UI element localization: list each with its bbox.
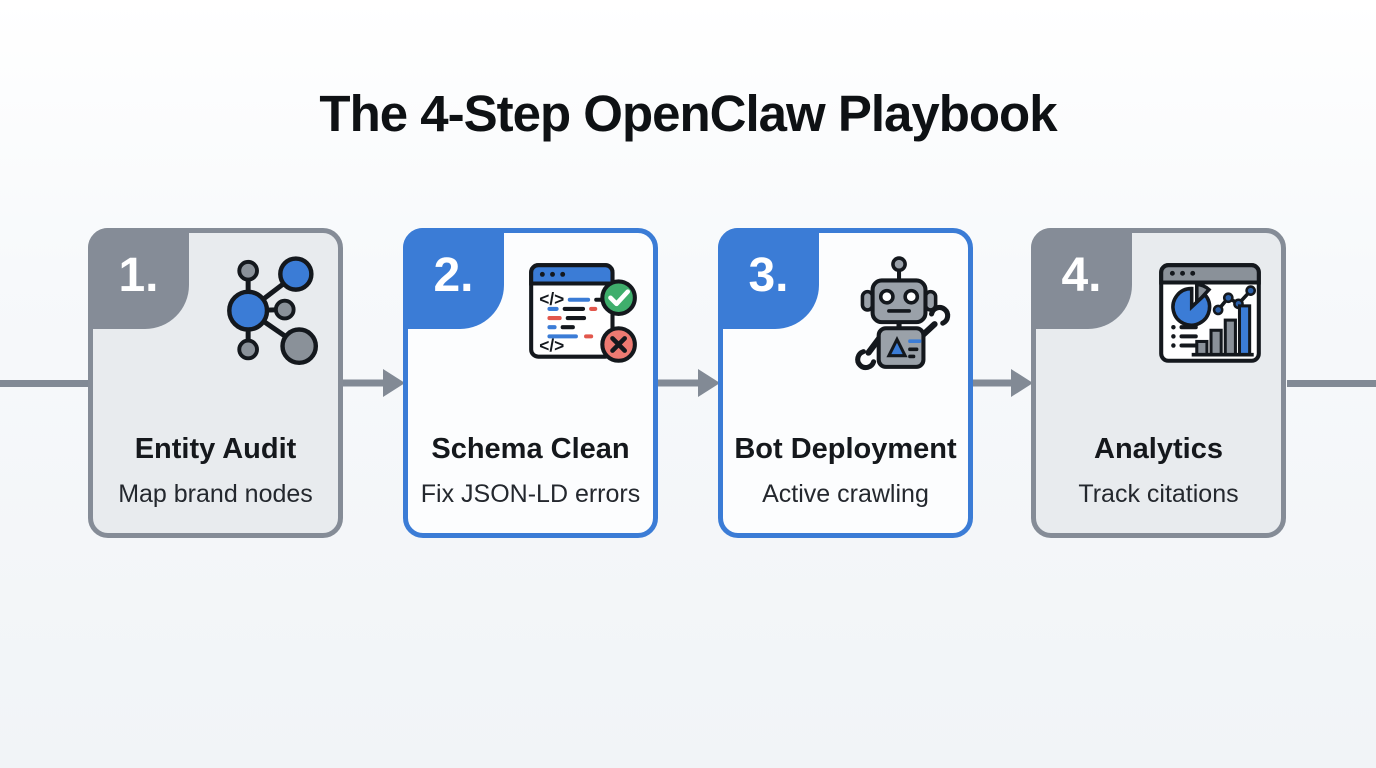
arrow-right-icon	[656, 369, 720, 397]
card-subtitle: Map brand nodes	[118, 480, 313, 508]
step-card-analytics: 4. Analytic	[1031, 228, 1286, 538]
code-window-validation-icon: </> </>	[529, 263, 637, 363]
svg-text:</>: </>	[539, 336, 564, 356]
card-title: Schema Clean	[431, 433, 630, 465]
analytics-dashboard-icon	[1159, 263, 1261, 363]
step-card-entity-audit: 1. Entity Audit Map brand nodes	[88, 228, 343, 538]
svg-text:</>: </>	[539, 289, 564, 309]
card-title: Bot Deployment	[734, 433, 957, 465]
page-title: The 4-Step OpenClaw Playbook	[319, 85, 1057, 142]
step-number-badge: 2.	[403, 228, 504, 329]
card-subtitle: Track citations	[1078, 480, 1239, 508]
card-title: Entity Audit	[134, 433, 297, 465]
step-number-badge: 1.	[88, 228, 189, 329]
robot-icon	[855, 256, 951, 371]
step-card-schema-clean: 2. </> </>	[403, 228, 658, 538]
card-subtitle: Fix JSON-LD errors	[420, 480, 641, 508]
step-card-bot-deployment: 3. Bot Depl	[718, 228, 973, 538]
arrow-right-icon	[969, 369, 1033, 397]
network-nodes-icon	[227, 256, 319, 366]
card-title: Analytics	[1094, 433, 1223, 465]
step-number-badge: 4.	[1031, 228, 1132, 329]
step-number-badge: 3.	[718, 228, 819, 329]
flow-line-right	[1287, 380, 1376, 387]
arrow-right-icon	[341, 369, 405, 397]
card-subtitle: Active crawling	[762, 480, 929, 508]
flow-line-left	[0, 380, 90, 387]
